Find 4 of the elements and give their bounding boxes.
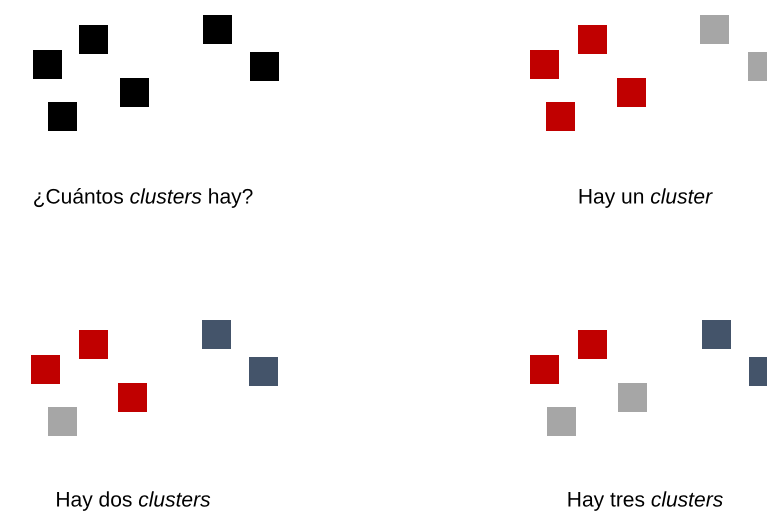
caption: Hay tres clusters — [566, 490, 724, 510]
caption: Hay dos clusters — [55, 490, 211, 510]
caption: Hay un cluster — [578, 186, 712, 208]
caption: ¿Cuántos clusters hay? — [32, 186, 254, 208]
